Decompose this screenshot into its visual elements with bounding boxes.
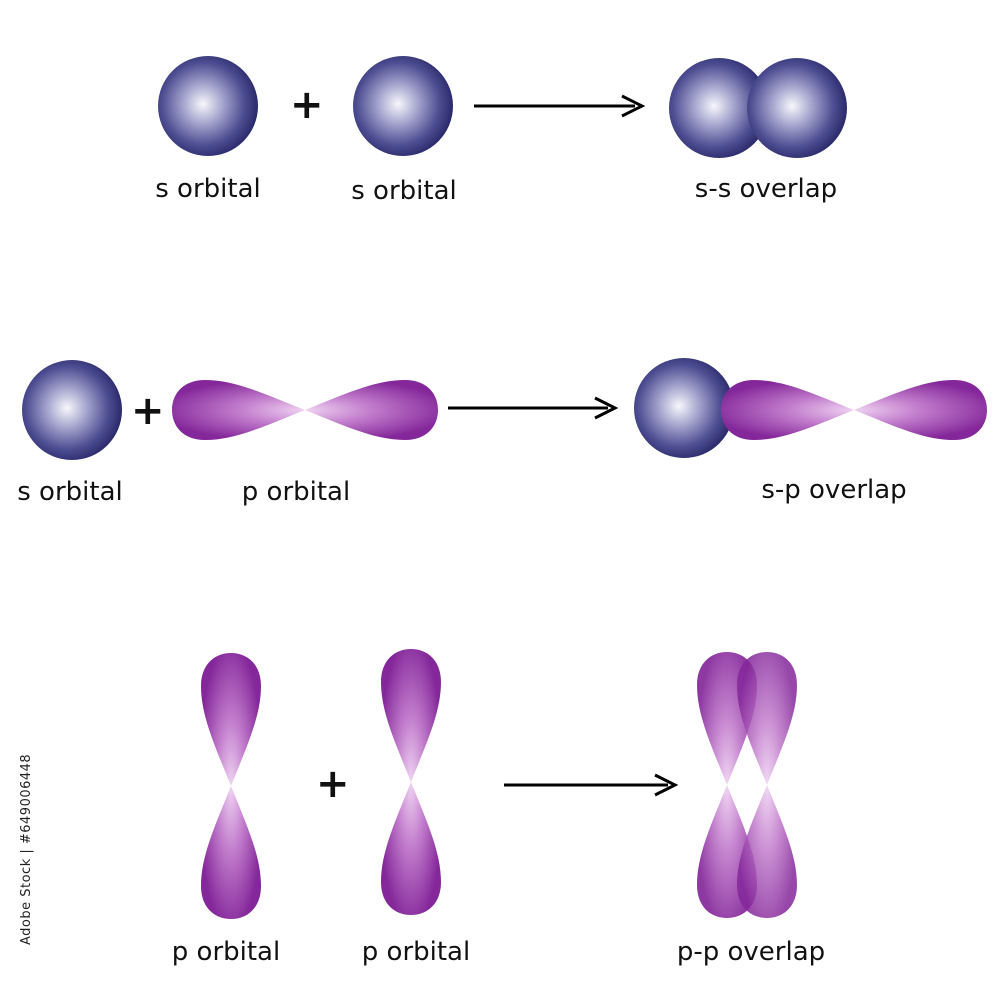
label-s-orbital-2: s orbital <box>351 176 457 206</box>
p-orbital-vertical-right <box>381 649 441 915</box>
label-s-orbital: s orbital <box>17 477 123 507</box>
plus-sign: + <box>290 82 324 128</box>
label-s-orbital-1: s orbital <box>155 174 261 204</box>
s-s-overlap-shape <box>669 58 847 158</box>
arrow <box>504 773 679 797</box>
arrow <box>474 94 646 118</box>
s-orbital <box>22 360 122 460</box>
plus-sign: + <box>131 388 165 434</box>
s-p-overlap-shape <box>634 358 987 458</box>
p-p-overlap-shape <box>697 652 797 918</box>
row-p-p: + p orbital p orbital p-p overlap <box>172 649 825 967</box>
label-p-orbital-2: p orbital <box>362 937 470 967</box>
s-orbital-right <box>353 56 453 156</box>
row-s-s: + s orbital s orbital s-s overlap <box>155 56 847 206</box>
label-p-p-overlap: p-p overlap <box>677 937 825 967</box>
arrow <box>448 396 619 420</box>
row-s-p: + s orbital p orbital s-p overlap <box>17 358 987 507</box>
p-orbital-horizontal <box>172 380 438 440</box>
plus-sign: + <box>316 761 350 807</box>
stock-watermark: Adobe Stock | #649006448 <box>19 754 34 945</box>
label-p-orbital: p orbital <box>242 477 350 507</box>
label-s-s-overlap: s-s overlap <box>695 174 837 204</box>
p-orbital-vertical-left <box>201 653 261 919</box>
s-orbital-left <box>158 56 258 156</box>
label-s-p-overlap: s-p overlap <box>761 475 906 505</box>
label-p-orbital-1: p orbital <box>172 937 280 967</box>
